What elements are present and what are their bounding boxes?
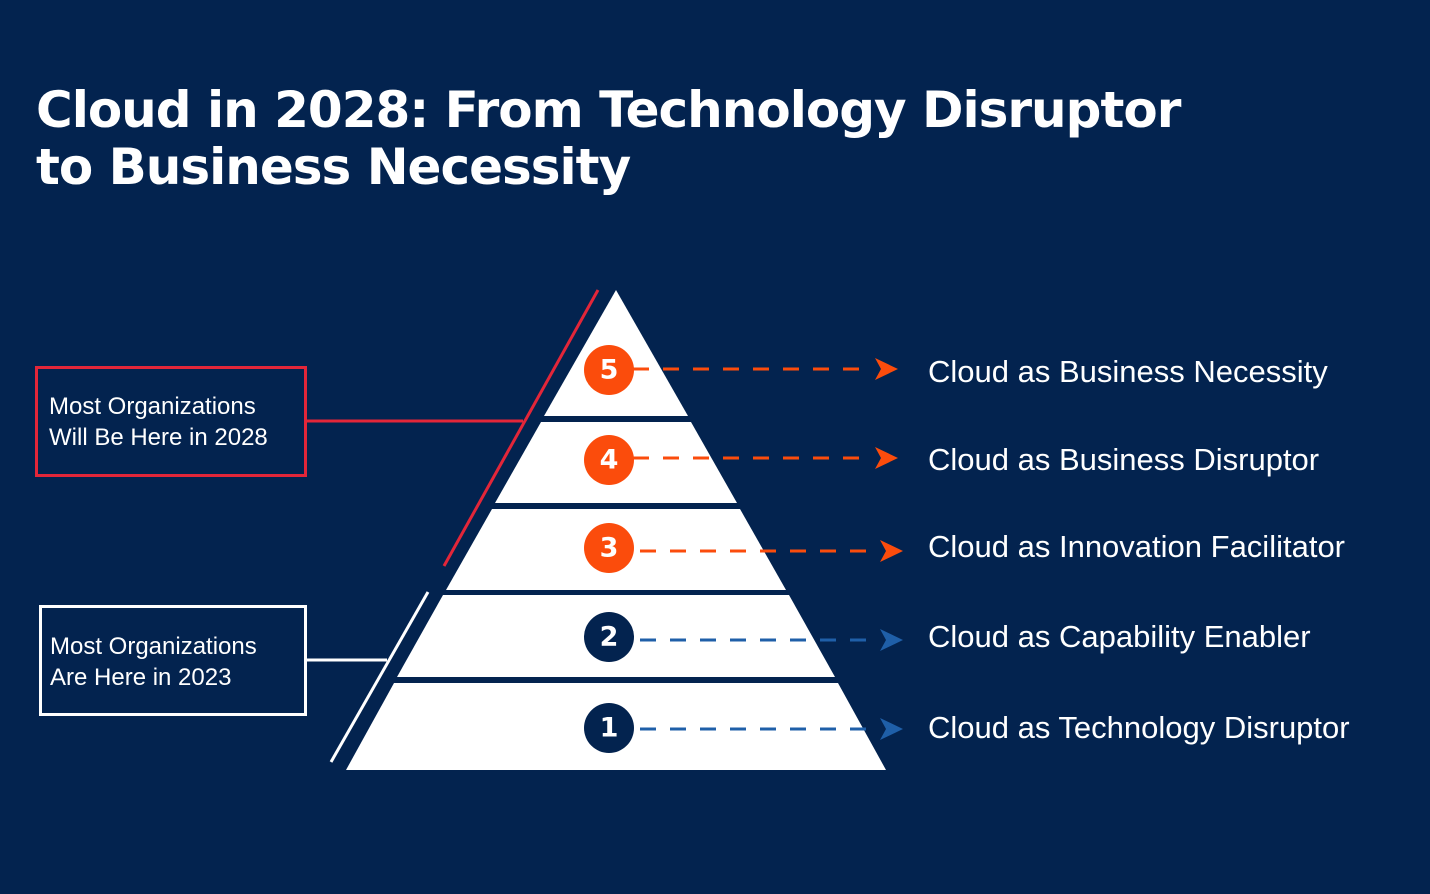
- callout-2023-line-1: Most Organizations: [50, 633, 257, 660]
- level-markers: 5 4 3 2 1: [584, 345, 634, 753]
- callout-2028: Most Organizations Will Be Here in 2028: [35, 366, 307, 477]
- level-1-label: Cloud as Technology Disruptor: [928, 710, 1350, 745]
- level-2-marker: [584, 612, 634, 662]
- range-bracket-2028: [442, 289, 600, 567]
- title-line-2: to Business Necessity: [36, 138, 631, 196]
- level-1-marker: [584, 703, 634, 753]
- callout-2028-line-1: Most Organizations: [49, 393, 256, 420]
- level-1-number: 1: [600, 713, 619, 744]
- level-2-number: 2: [600, 622, 619, 653]
- range-brackets: [305, 289, 600, 763]
- callout-2023: Most Organizations Are Here in 2023: [39, 605, 307, 716]
- level-3-marker: [584, 523, 634, 573]
- arrowhead-icon: [880, 718, 903, 740]
- arrowhead-icon: [880, 540, 903, 562]
- level-5-label: Cloud as Business Necessity: [928, 354, 1328, 389]
- callout-2028-line-2: Will Be Here in 2028: [49, 424, 268, 451]
- callout-2023-line-2: Are Here in 2023: [50, 664, 232, 691]
- level-3-label: Cloud as Innovation Facilitator: [928, 529, 1346, 564]
- level-4-label: Cloud as Business Disruptor: [928, 442, 1320, 477]
- connector-arrows: [633, 358, 903, 740]
- title-line-1: Cloud in 2028: From Technology Disruptor: [36, 81, 1181, 139]
- level-2-label: Cloud as Capability Enabler: [928, 619, 1311, 654]
- level-5-number: 5: [600, 355, 619, 386]
- arrowhead-icon: [875, 447, 898, 469]
- level-5-marker: [584, 345, 634, 395]
- arrowhead-icon: [880, 629, 903, 651]
- page-title: Cloud in 2028: From Technology Disruptor…: [36, 81, 1181, 196]
- level-4-number: 4: [600, 445, 619, 476]
- arrowhead-icon: [875, 358, 898, 380]
- level-3-number: 3: [600, 533, 619, 564]
- level-4-marker: [584, 435, 634, 485]
- range-bracket-2023: [329, 591, 430, 763]
